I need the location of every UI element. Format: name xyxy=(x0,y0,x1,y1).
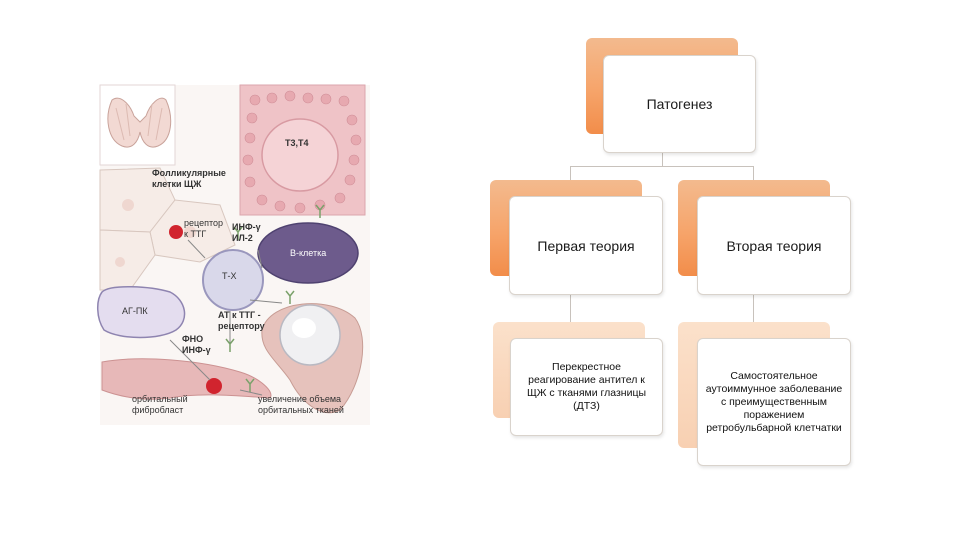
b-cell-label: В-клетка xyxy=(290,248,326,259)
theory2-title: Вторая теория xyxy=(727,238,822,254)
connector-horizontal xyxy=(570,166,753,167)
root-title: Патогенез xyxy=(647,96,713,112)
connector-left-down xyxy=(570,166,571,180)
connector-right-down xyxy=(753,166,754,180)
apc-label: АГ-ПК xyxy=(122,306,148,317)
connector-left-detail xyxy=(570,294,571,322)
detail1-box: Перекрестное реагирование антител к ЩЖ с… xyxy=(510,338,663,436)
theory1-box: Первая теория xyxy=(509,196,663,295)
cytokines-label: ИНФ-γ ИЛ-2 xyxy=(232,222,261,244)
illustration-graphic xyxy=(0,0,400,540)
follicular-cells-label: Фолликулярные клетки ЩЖ xyxy=(152,168,226,190)
pathogenesis-illustration: Т3,Т4 Фолликулярные клетки ЩЖ рецептор к… xyxy=(0,0,400,540)
theory1-title: Первая теория xyxy=(537,238,634,254)
root-box: Патогенез xyxy=(603,55,756,153)
detail2-box: Самостоятельное аутоиммунное заболевание… xyxy=(697,338,851,466)
connector-right-detail xyxy=(753,294,754,322)
connector-root-down xyxy=(662,152,663,166)
detail2-text: Самостоятельное аутоиммунное заболевание… xyxy=(698,370,850,435)
receptor-label: рецептор к ТТГ xyxy=(184,218,223,240)
t3-t4-label: Т3,Т4 xyxy=(285,138,309,149)
volume-increase-label: увеличение объема орбитальных тканей xyxy=(258,394,344,416)
detail1-text: Перекрестное реагирование антител к ЩЖ с… xyxy=(511,361,662,413)
theory2-box: Вторая теория xyxy=(697,196,851,295)
orbital-fibroblast-label: орбитальный фибробласт xyxy=(132,394,188,416)
tnf-label: ФНО ИНФ-γ xyxy=(182,334,211,356)
antibody-label: АТ к ТТГ - рецептору xyxy=(218,310,265,332)
t-helper-label: Т-Х xyxy=(222,271,237,282)
